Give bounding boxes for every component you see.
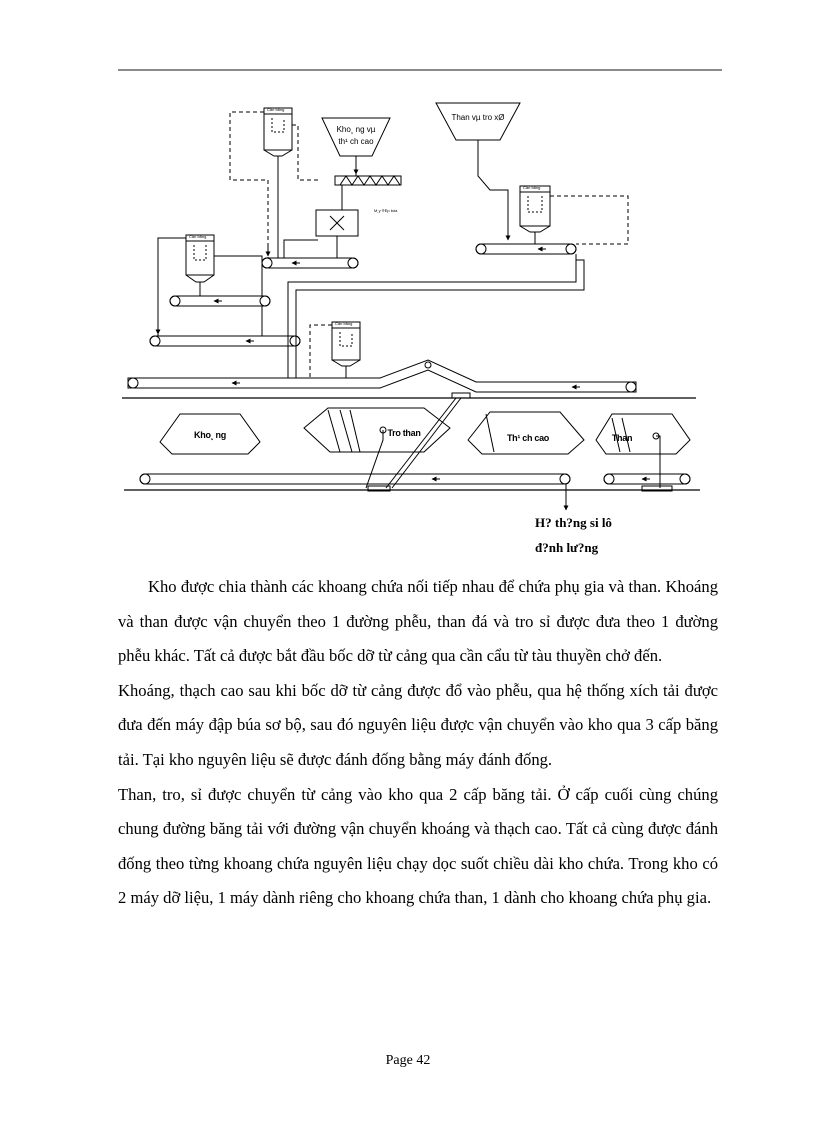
- conveyor-3: [149, 335, 301, 347]
- paragraph-1: Kho được chia thành các khoang chứa nối …: [118, 577, 718, 666]
- bin-a-tag: Cân băng: [267, 107, 284, 112]
- weigh-bin-d: [331, 321, 361, 378]
- pile-than-label: Than: [612, 433, 632, 443]
- silo-legend-line2: đ?nh lư?ng: [535, 540, 599, 555]
- pile-than: [595, 413, 691, 455]
- hopper-than-tro-xi: [435, 102, 521, 240]
- weigh-bin-b: [185, 234, 215, 296]
- pile-thach-cao-label: Th¹ ch cao: [507, 433, 550, 443]
- pile-khoang: [159, 413, 261, 455]
- pile-khoang-label: Kho¸ ng: [194, 430, 226, 440]
- main-conveyor: [127, 359, 637, 393]
- weigh-bin-a: [263, 107, 293, 170]
- pile-thach-cao: [467, 411, 585, 455]
- paragraph-2: Khoáng, thạch cao sau khi bốc dỡ từ cảng…: [118, 680, 718, 769]
- pile-tro-than-label: Tro than: [387, 428, 420, 438]
- hopper-khoang-label: Kho¸ ng vµ: [337, 125, 376, 134]
- bin-c-tag: Cân băng: [523, 185, 540, 190]
- conveyor-1: [261, 257, 359, 269]
- screw-conveyor: [334, 175, 402, 186]
- paragraph-3: Than, tro, sỉ được chuyển từ cảng vào kh…: [118, 784, 718, 908]
- bottom-conveyor-right: [603, 473, 691, 485]
- conveyor-right: [475, 243, 577, 255]
- crusher-label: M¸y ®Ëp bóa: [374, 208, 398, 213]
- page-number: Page 42: [385, 1053, 431, 1068]
- silo-legend-line1: H? th?ng si lô: [535, 515, 612, 530]
- hopper-khoang-label-2: th¹ ch cao: [338, 137, 374, 146]
- hopper-than-label: Than vµ tro xØ: [451, 113, 504, 122]
- crusher: [315, 185, 359, 258]
- header-rule: [118, 69, 722, 71]
- material-flow-diagram: Cân băng Cân băng Cân băng Cân băng Kho¸…: [122, 102, 700, 555]
- conveyor-2: [169, 295, 271, 307]
- weigh-bin-c: [519, 185, 551, 244]
- bottom-conveyor: [139, 473, 571, 485]
- bin-d-tag: Cân băng: [335, 321, 352, 326]
- pile-tro-than: [303, 407, 451, 453]
- bin-b-tag: Cân băng: [189, 234, 206, 239]
- body-text: Kho được chia thành các khoang chứa nối …: [118, 570, 718, 916]
